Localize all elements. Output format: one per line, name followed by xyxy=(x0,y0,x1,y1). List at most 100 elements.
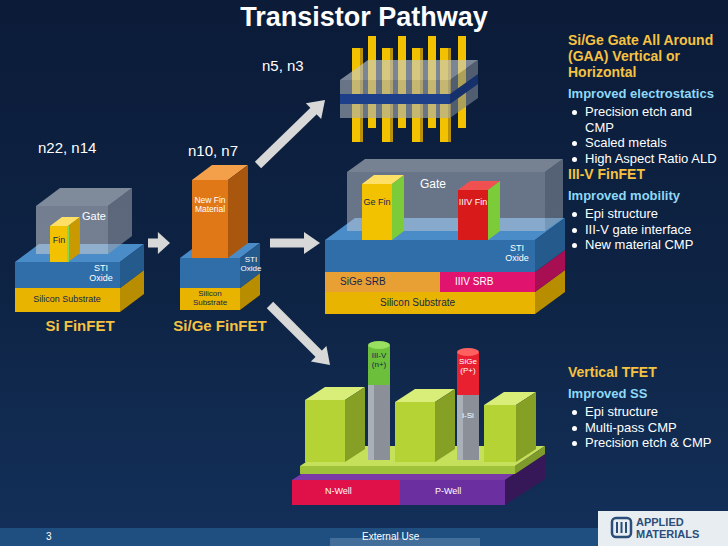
device-caption-box: Si FinFET xyxy=(12,195,148,335)
arrow-head xyxy=(158,232,170,254)
bullet-dot xyxy=(572,110,577,115)
iii-v-finfet-figure-part xyxy=(325,240,535,272)
bullet-text: Scaled metals xyxy=(585,135,667,151)
node-label: n10, n7 xyxy=(188,143,238,160)
page-number: 3 xyxy=(46,531,52,542)
device-heading: Vertical TFET xyxy=(568,364,722,380)
si-finfet-figure xyxy=(15,188,144,312)
bullet-text: III-V gate interface xyxy=(585,222,691,238)
device-caption-box: Si/Ge FinFET xyxy=(170,165,270,335)
footer-bar-part xyxy=(612,518,631,537)
part-label: Silicon Substrate xyxy=(16,295,118,305)
bullet-item: New material CMP xyxy=(572,237,722,253)
tfet-figure xyxy=(292,341,545,505)
part-label: Ge Fin xyxy=(362,198,392,208)
bullet-dot xyxy=(572,228,577,233)
gaa-figure-part xyxy=(340,94,450,104)
bullet-dot xyxy=(572,212,577,217)
part-label: IIIV Fin xyxy=(458,198,488,208)
bullet-item: Epi structure xyxy=(572,404,722,420)
bullet-item: Precision etch & CMP xyxy=(572,435,722,451)
bullet-dot xyxy=(572,410,577,415)
arrow-head xyxy=(311,346,330,365)
slide-title: Transistor Pathway xyxy=(0,2,728,33)
part-label: III-V (n+) xyxy=(368,352,390,370)
benefit-heading: Improved mobility xyxy=(568,189,722,204)
tfet-figure-part xyxy=(516,392,536,462)
pathway-arrow xyxy=(270,305,330,365)
part-label: IIIV SRB xyxy=(455,276,493,287)
bullet-dot xyxy=(572,157,577,162)
iii-v-finfet-figure-part xyxy=(347,159,563,172)
tfet-figure-part xyxy=(457,348,479,356)
sige-finfet-figure-part xyxy=(228,165,248,258)
si-finfet-figure-part xyxy=(15,262,120,288)
tfet-figure-part xyxy=(484,405,516,462)
iii-v-finfet-figure-part xyxy=(325,272,440,292)
part-label: SiGe SRB xyxy=(340,276,386,287)
part-label: STI Oxide xyxy=(500,244,534,264)
tfet-figure-part xyxy=(400,480,505,505)
part-label: P-Well xyxy=(435,487,461,497)
tfet-figure-part xyxy=(300,466,515,474)
iii-v-finfet-figure-part xyxy=(362,184,392,240)
bullet-text: Epi structure xyxy=(585,404,658,420)
gaa-figure-part xyxy=(450,60,478,118)
si-finfet-figure-part xyxy=(67,226,69,262)
iii-v-finfet-figure-part xyxy=(458,190,488,240)
footer-bar xyxy=(0,511,728,546)
bullet-item: Precision etch and CMP xyxy=(572,104,722,135)
part-label: STI Oxide xyxy=(240,256,262,274)
pathway-arrow xyxy=(270,232,320,254)
part-label: Fin xyxy=(50,236,68,246)
sige-finfet-figure-part xyxy=(192,180,228,258)
tfet-figure-part xyxy=(457,395,463,460)
tfet-figure-part xyxy=(368,385,374,460)
arrow-shaft xyxy=(270,305,320,355)
bullet-item: Multi-pass CMP xyxy=(572,420,722,436)
tfet-figure-part xyxy=(457,352,479,395)
arrow-shaft xyxy=(258,110,315,165)
node-label: n5, n3 xyxy=(262,58,304,75)
footer-bar-part xyxy=(598,511,728,546)
tfet-figure-part xyxy=(305,400,345,462)
footer-note: External Use xyxy=(362,531,419,542)
si-finfet-figure-part xyxy=(120,244,144,288)
arrow-shaft xyxy=(148,239,159,248)
device-heading: Si/Ge Gate All Around (GAA) Vertical or … xyxy=(568,32,722,80)
gaa-figure xyxy=(340,36,478,142)
bullet-text: Multi-pass CMP xyxy=(585,420,677,436)
iii-v-finfet-figure-part xyxy=(545,159,563,231)
gaa-figure-part xyxy=(340,80,450,118)
part-label: STI Oxide xyxy=(84,264,118,284)
si-finfet-figure-part xyxy=(50,226,68,262)
bullet-dot xyxy=(572,243,577,248)
si-finfet-figure-part xyxy=(108,188,132,254)
bullet-text: New material CMP xyxy=(585,237,693,253)
bullet-item: High Aspect Ratio ALD xyxy=(572,151,722,167)
bullet-text: Precision etch & CMP xyxy=(585,435,711,451)
node-label: n22, n14 xyxy=(38,140,96,157)
benefit-heading: Improved SS xyxy=(568,387,722,402)
bullet-item: Epi structure xyxy=(572,206,722,222)
bullet-item: Scaled metals xyxy=(572,135,722,151)
footer-bar-part xyxy=(617,522,626,533)
device-panel: Si/Ge Gate All Around (GAA) Vertical or … xyxy=(325,28,725,167)
device-name: Si FinFET xyxy=(45,318,114,335)
iii-v-finfet-figure xyxy=(325,159,565,314)
part-label: Silicon Substrate xyxy=(181,290,239,308)
part-label: New Fin Material xyxy=(192,196,228,215)
tfet-figure-part xyxy=(368,385,390,460)
bullet-dot xyxy=(572,426,577,431)
part-label: Gate xyxy=(420,178,446,191)
iii-v-finfet-figure-part xyxy=(488,181,500,240)
benefit-heading: Improved electrostatics xyxy=(568,87,722,102)
arrow-head xyxy=(304,232,320,254)
tfet-figure-part xyxy=(345,387,365,462)
arrow-shaft xyxy=(270,239,306,248)
device-name: Si/Ge FinFET xyxy=(173,318,266,335)
tfet-figure-part xyxy=(395,402,435,462)
tfet-figure-part xyxy=(368,345,390,385)
bullet-dot xyxy=(572,141,577,146)
